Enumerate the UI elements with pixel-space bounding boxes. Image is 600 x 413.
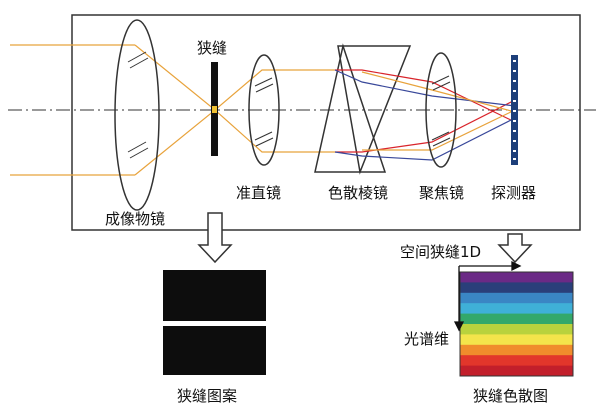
collimating-lens — [248, 54, 280, 166]
down-arrow-slit-pattern — [197, 212, 233, 264]
label-spectral-dim: 光谱维 — [404, 330, 449, 348]
spectrum-band — [460, 272, 573, 283]
focusing-lens — [425, 52, 457, 168]
label-focusing-lens: 聚焦镜 — [419, 184, 464, 202]
spectrum-band — [460, 313, 573, 325]
label-spatial-slit-1d: 空间狭缝1D — [400, 243, 481, 261]
spectrum-band — [460, 344, 573, 356]
down-arrow-dispersion — [497, 233, 533, 264]
slit-dispersion-image — [460, 272, 573, 377]
spectrum-band — [460, 324, 573, 335]
axis-arrows — [453, 260, 522, 332]
label-slit: 狭缝 — [197, 39, 227, 57]
spectrum-band — [460, 303, 573, 315]
orange-rays — [10, 44, 335, 176]
spectrum-band — [460, 355, 573, 367]
label-dispersive-prism: 色散棱镜 — [328, 184, 388, 202]
label-slit-pattern: 狭缝图案 — [177, 387, 237, 405]
spectrum-band — [460, 282, 573, 294]
slit-pattern-image — [163, 270, 266, 375]
dispersed-rays — [334, 69, 516, 161]
label-slit-dispersion-image: 狭缝色散图 — [473, 387, 548, 405]
spectrum-band — [460, 365, 573, 377]
label-collimating-lens: 准直镜 — [236, 184, 281, 202]
slit — [211, 62, 218, 156]
imaging-lens — [114, 19, 160, 211]
spectrum-band — [460, 292, 573, 304]
detector — [511, 55, 518, 165]
dispersive-prism — [314, 43, 412, 175]
label-detector: 探测器 — [491, 184, 536, 202]
spectrum-band — [460, 334, 573, 346]
label-imaging-lens: 成像物镜 — [105, 210, 165, 228]
instrument-frame — [71, 14, 581, 231]
